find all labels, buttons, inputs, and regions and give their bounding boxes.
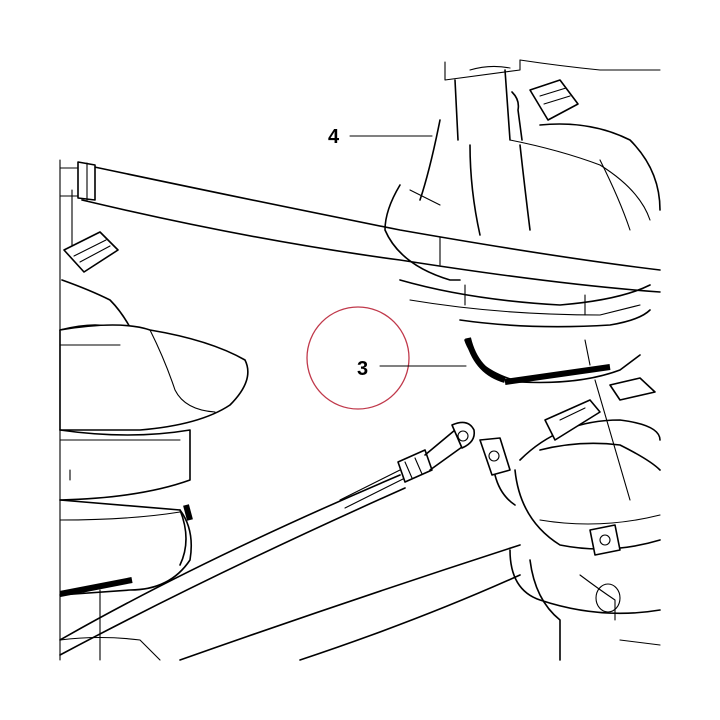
callout-4: 4 (328, 126, 433, 148)
upper-right-mount-assembly (384, 59, 661, 385)
callout-3-highlight-circle[interactable] (306, 306, 410, 410)
hose (59, 161, 661, 293)
callout-4-label: 4 (328, 126, 340, 148)
callout-3-label: 3 (357, 358, 368, 380)
left-mount-assembly (59, 159, 249, 661)
linkage-rod (59, 421, 521, 661)
callout-3[interactable]: 3 (306, 306, 467, 410)
lower-right-clamp-assembly (509, 377, 661, 661)
